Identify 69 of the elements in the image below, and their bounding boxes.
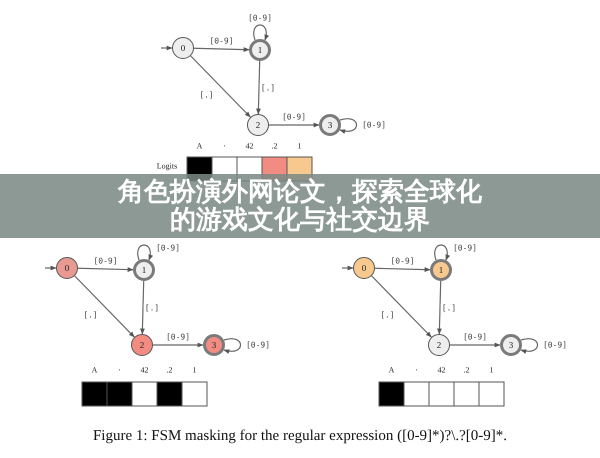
transition-arrow [437,280,442,335]
accepting-state-circle: 3 [203,334,225,356]
title: 角色扮演外网论文，探索全球化的游戏文化与社交边界 [116,178,483,234]
edge-label: [0-9] [542,340,568,350]
state-circle: 0 [353,257,375,279]
edge-label: [.] [260,83,276,92]
accepting-state-circle: 1 [249,39,271,61]
token-label: .2 [272,142,278,150]
transition-arrow [45,266,57,270]
transition-arrow [74,275,135,338]
token-label: A [196,142,202,150]
token-label: · [415,366,418,374]
token-label: 42 [438,366,446,374]
self-loop-arrow [137,244,153,261]
accepting-state-circle: 1 [133,259,155,281]
token-label: 1 [490,366,494,374]
transition-arrow [140,280,145,335]
state-circle: 2 [131,334,153,356]
self-loop-arrow [223,338,241,354]
edge-label: [0-9] [360,120,388,130]
edge-label: [0-9] [462,332,488,342]
row-label: Logits [156,162,178,170]
transition-arrow [194,47,250,52]
edge-label: [0-9] [92,256,119,266]
figure-caption: Figure 1: FSM masking for the regular expression ([0-9]*)?\.?[0-9]*. [92,428,508,445]
token-label: · [223,142,226,150]
edge-label: [0-9] [244,340,272,350]
edge-label: [0-9] [208,36,235,46]
state-circle: 0 [56,257,78,279]
token-label: 1 [192,366,196,374]
edge-label: [.] [440,303,458,312]
self-loop-arrow [253,24,269,41]
accepting-state-circle: 3 [500,334,522,356]
edge-label: [.] [379,310,396,319]
edge-label: [0-9] [154,244,182,252]
transition-arrow [342,266,354,270]
accepting-state-circle: 3 [319,114,341,136]
self-loop-arrow [520,338,538,354]
transition-arrow [153,342,204,348]
edge-label: [.] [82,310,99,319]
token-label: 42 [140,366,148,374]
token-label: 1 [298,142,302,150]
token-label: .2 [166,366,172,374]
edge-label: [.] [198,90,215,99]
token-label: · [118,366,121,374]
edge-label: [0-9] [164,332,192,342]
token-label: A [388,366,394,374]
edge-label: [0-9] [280,112,308,122]
transition-arrow [450,342,501,348]
edge-label: [0-9] [389,256,416,266]
transition-arrow [78,267,134,272]
token-label: A [92,366,98,374]
state-circle: 2 [247,114,269,136]
self-loop-arrow [339,118,357,134]
edge-label: [0-9] [452,244,478,252]
transition-arrow [161,46,173,50]
state-circle: 0 [172,37,194,59]
edge-label: [0-9] [246,14,274,22]
transition-arrow [269,122,320,128]
transition-arrow [256,60,261,115]
accepting-state-circle: 1 [430,259,452,281]
token-label: 42 [246,142,254,150]
transition-arrow [371,275,432,338]
token-label: .2 [464,366,470,374]
self-loop-arrow [434,244,450,261]
transition-arrow [190,55,251,118]
transition-arrow [374,267,431,272]
edge-label: [.] [144,303,160,312]
state-circle: 2 [428,334,450,356]
